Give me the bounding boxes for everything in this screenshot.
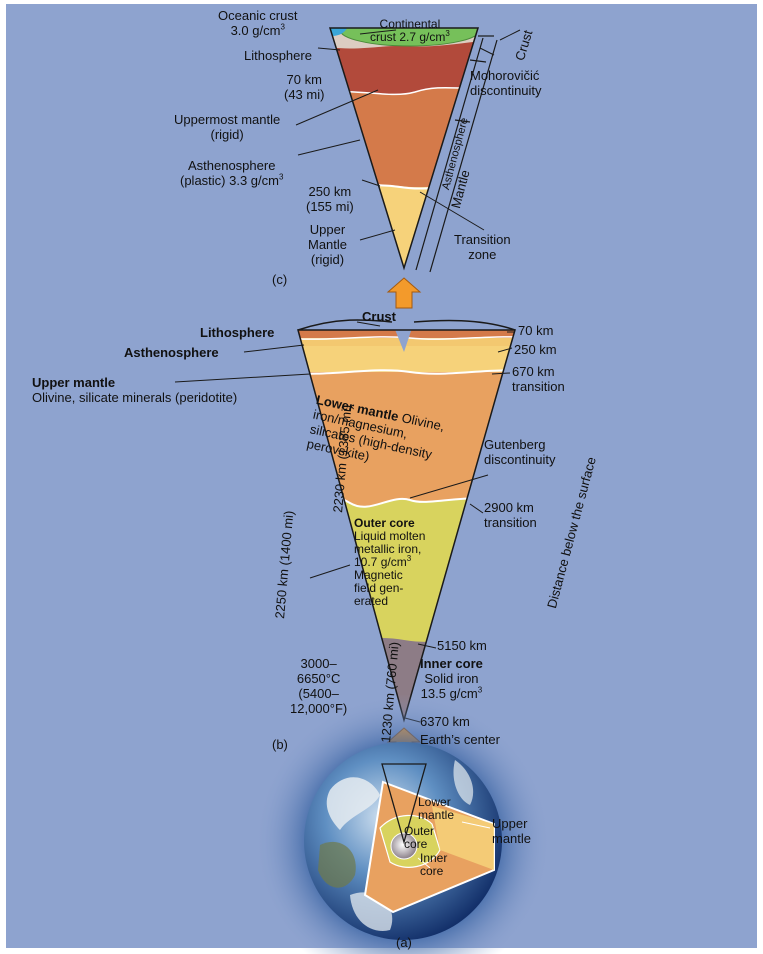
uppermost-mantle-label: Uppermost mantle(rigid) xyxy=(174,112,280,142)
depth-70-label-c: 70 km(43 mi) xyxy=(284,72,324,102)
panel-a-tag: (a) xyxy=(396,935,412,950)
arrow-b-to-c xyxy=(388,278,420,308)
depth-250-label-c: 250 km(155 mi) xyxy=(306,184,354,214)
upper-mantle-label-c: Upper Mantle (rigid) xyxy=(308,222,347,267)
crust-label-b: Crust xyxy=(362,309,396,324)
temperature-label: 3000– 6650°C (5400– 12,000°F) xyxy=(290,656,347,716)
lithosphere-label-b: Lithosphere xyxy=(200,325,274,340)
panel-b-tag: (b) xyxy=(272,737,288,752)
outer-core-description: Outer core Liquid molten metallic iron, … xyxy=(354,517,425,608)
panel-c-tag: (c) xyxy=(272,272,287,287)
oceanic-crust-label: Oceanic crust 3.0 g/cm3 xyxy=(218,8,297,38)
depth-6370-label: 6370 km xyxy=(420,714,470,729)
depth-70-label-b: 70 km xyxy=(518,323,553,338)
depth-250-label-b: 250 km xyxy=(514,342,557,357)
inner-core-description: Inner core Solid iron 13.5 g/cm3 xyxy=(420,656,483,701)
earth-center-label: Earth’s center xyxy=(420,732,500,747)
asthenosphere-label-c: Asthenosphere (plastic) 3.3 g/cm3 xyxy=(180,158,283,188)
depth-5150-label: 5150 km xyxy=(437,638,487,653)
lithosphere-label-c: Lithosphere xyxy=(244,48,312,63)
upper-mantle-label-b: Upper mantle Olivine, silicate minerals … xyxy=(32,375,237,405)
continental-crust-label: Continental crust 2.7 g/cm3 xyxy=(370,18,450,44)
asthenosphere-label-b: Asthenosphere xyxy=(124,345,219,360)
